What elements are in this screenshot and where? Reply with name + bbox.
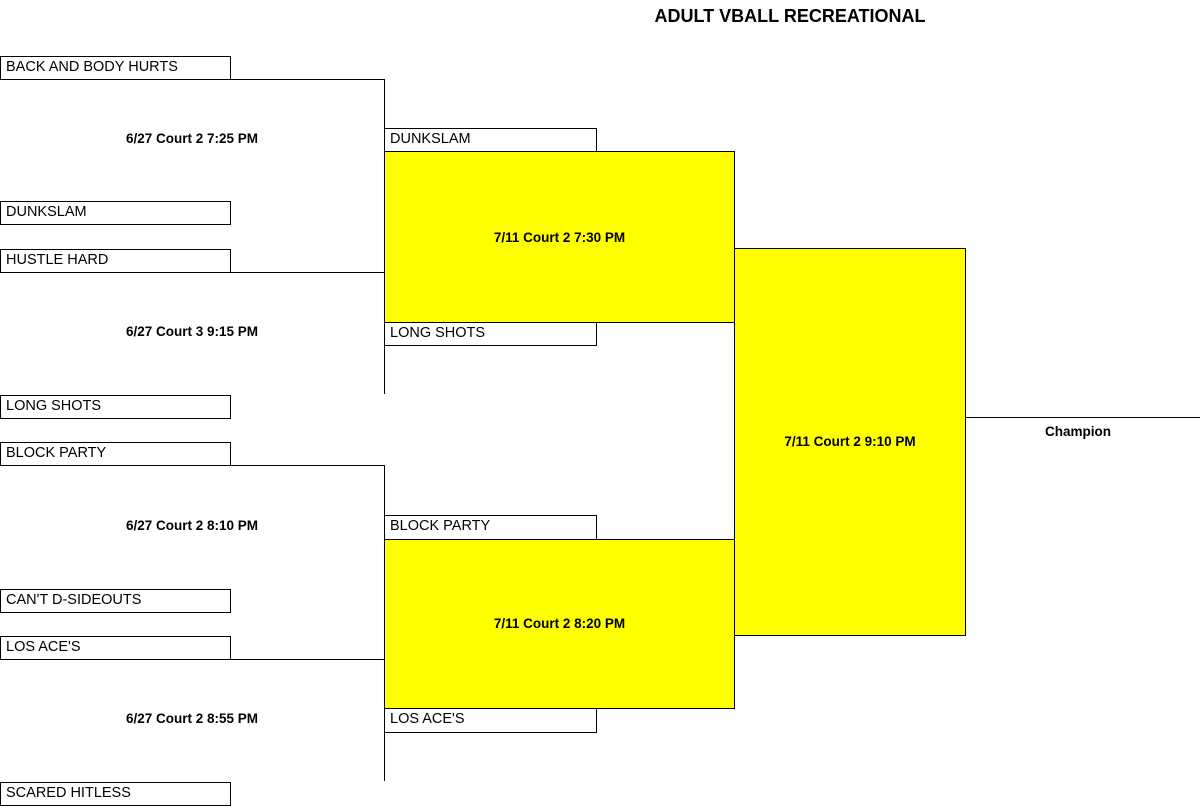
r1-connector — [230, 465, 385, 466]
r1-team-slot-7: LOS ACE'S — [0, 636, 231, 660]
r2-team-slot-1: DUNKSLAM — [384, 128, 597, 152]
r2-team-slot-3: BLOCK PARTY — [384, 515, 597, 540]
r1-connector — [230, 272, 385, 273]
r1-team-slot-1: BACK AND BODY HURTS — [0, 56, 231, 80]
final-game-label: 7/11 Court 2 9:10 PM — [784, 434, 916, 449]
final-match-box: 7/11 Court 2 9:10 PM — [734, 248, 966, 636]
r1-team-slot-8: SCARED HITLESS — [0, 782, 231, 806]
bracket-title: ADULT VBALL RECREATIONAL — [654, 6, 926, 26]
r2-game-label: 7/11 Court 2 7:30 PM — [493, 230, 626, 245]
r1-connector — [230, 659, 385, 660]
r1-game-label: 6/27 Court 3 9:15 PM — [125, 324, 259, 339]
r1-game-label: 6/27 Court 2 8:55 PM — [125, 711, 259, 726]
champion-line — [965, 417, 1200, 418]
r1-game-label: 6/27 Court 2 8:10 PM — [125, 518, 259, 533]
r1-team-slot-5: BLOCK PARTY — [0, 442, 231, 466]
r1-team-slot-4: LONG SHOTS — [0, 395, 231, 419]
r2-team-slot-4: LOS ACE'S — [384, 708, 597, 733]
r1-connector — [230, 79, 385, 80]
r1-team-slot-3: HUSTLE HARD — [0, 249, 231, 273]
r2-match-box: 7/11 Court 2 8:20 PM — [384, 539, 735, 709]
r2-team-slot-2: LONG SHOTS — [384, 322, 597, 346]
r2-match-box: 7/11 Court 2 7:30 PM — [384, 151, 735, 323]
r1-game-label: 6/27 Court 2 7:25 PM — [125, 131, 259, 146]
r1-team-slot-2: DUNKSLAM — [0, 201, 231, 225]
r2-game-label: 7/11 Court 2 8:20 PM — [493, 616, 626, 631]
champion-label: Champion — [1045, 424, 1111, 439]
r1-team-slot-6: CAN'T D-SIDEOUTS — [0, 589, 231, 613]
